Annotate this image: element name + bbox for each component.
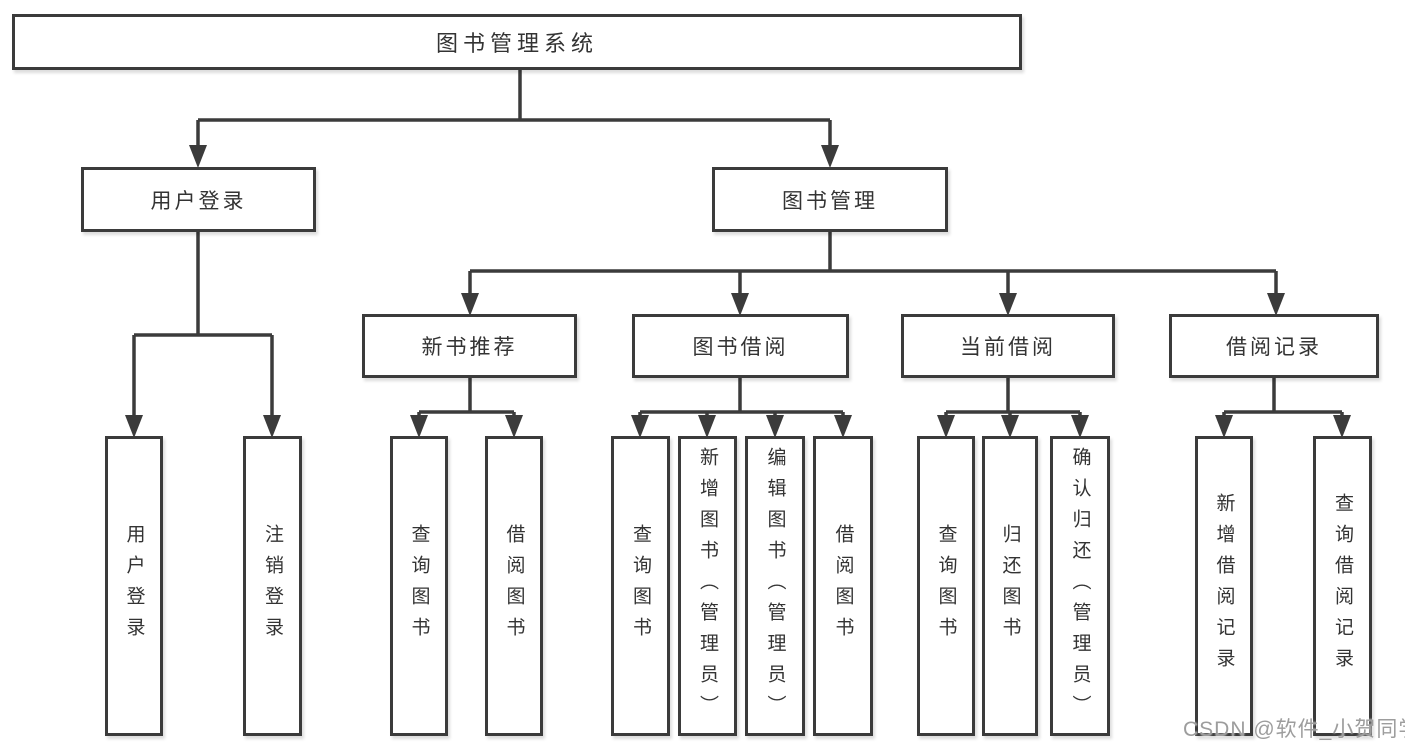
leaf-label: 用户登录 [123,524,145,648]
arrowhead [631,415,649,438]
arrowhead [461,293,479,316]
leaf-confirm-return-admin: 确认归还（管理员） [1050,436,1110,736]
node-current-borrowing: 当前借阅 [901,314,1115,378]
arrowhead [766,415,784,438]
leaf-logout-login: 注销登录 [243,436,302,736]
leaf-label: 新增借阅记录 [1213,493,1235,679]
node-label: 图书管理系统 [435,31,598,56]
leaf-label: 查询图书 [630,524,651,648]
node-label: 当前借阅 [960,336,1056,359]
arrowhead [189,145,207,168]
arrowhead [410,415,428,438]
node-label: 用户登录 [150,189,247,213]
leaf-add-books-admin: 新增图书（管理员） [678,436,737,736]
arrowhead [505,415,523,438]
leaf-edit-books-admin: 编辑图书（管理员） [745,436,805,736]
arrowhead [1001,415,1019,438]
node-label: 新书推荐 [421,336,518,359]
leaf-label: 新增图书（管理员） [697,446,718,726]
node-library-management-system: 图书管理系统 [12,14,1022,70]
leaf-return-books: 归还图书 [982,436,1038,736]
arrowhead [834,415,852,438]
leaf-label: 确认归还（管理员） [1069,446,1091,726]
leaf-user-login: 用户登录 [105,436,163,736]
arrowhead [1215,415,1233,438]
leaf-label: 借阅图书 [832,524,854,648]
leaf-label: 归还图书 [999,524,1021,648]
arrowhead [999,293,1017,316]
leaf-borrow-books-new: 借阅图书 [485,436,543,736]
arrowhead [1267,293,1285,316]
leaf-query-books-borrow: 查询图书 [611,436,670,736]
arrowhead [1071,415,1089,438]
arrowhead [1333,415,1351,438]
leaf-query-books-current: 查询图书 [917,436,975,736]
leaf-label: 查询借阅记录 [1332,493,1353,679]
leaf-query-borrow-record: 查询借阅记录 [1313,436,1372,736]
arrowhead [698,415,716,438]
leaf-query-books-new: 查询图书 [390,436,448,736]
node-label: 图书借阅 [692,336,789,359]
leaf-add-borrow-record: 新增借阅记录 [1195,436,1253,736]
node-new-book-recommendation: 新书推荐 [362,314,577,378]
leaf-label: 编辑图书（管理员） [764,446,786,726]
leaf-label: 注销登录 [262,524,283,648]
node-borrowing-records: 借阅记录 [1169,314,1379,378]
arrowhead [821,145,839,168]
node-user-login: 用户登录 [81,167,316,232]
leaf-label: 借阅图书 [503,524,525,648]
node-book-borrowing: 图书借阅 [632,314,849,378]
leaf-label: 查询图书 [935,524,957,648]
leaf-borrow-books-borrow: 借阅图书 [813,436,873,736]
arrowhead [125,415,143,438]
leaf-label: 查询图书 [408,524,430,648]
node-book-management: 图书管理 [712,167,948,232]
arrowhead [731,293,749,316]
arrowhead [263,415,281,438]
watermark: CSDN @软件_小贺同学 [1183,718,1405,741]
node-label: 图书管理 [782,189,878,213]
arrowhead [937,415,955,438]
node-label: 借阅记录 [1226,336,1322,359]
